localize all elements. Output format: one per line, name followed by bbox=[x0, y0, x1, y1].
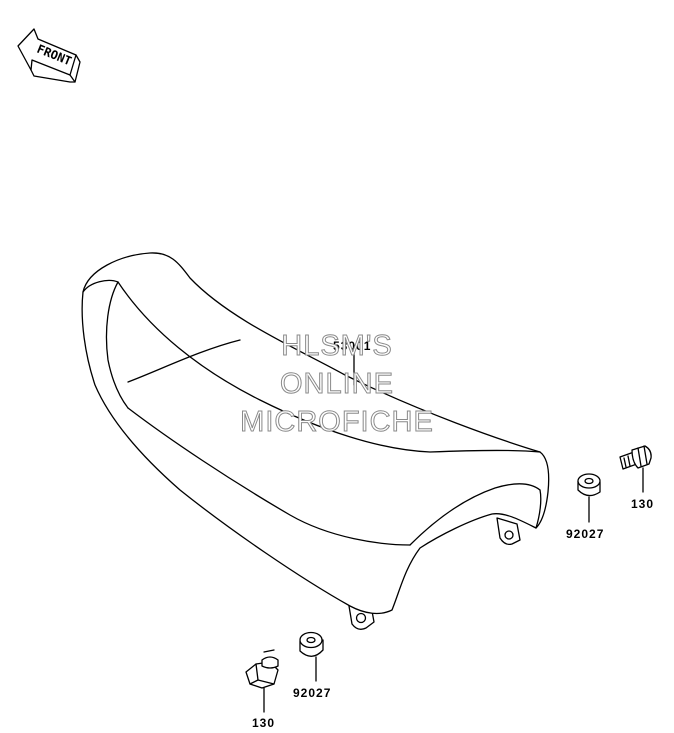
front-arrow-icon: FRONT bbox=[17, 28, 81, 83]
seat-front-tab-hole bbox=[355, 612, 367, 624]
part-label-bolt-left[interactable]: 130 bbox=[252, 716, 275, 730]
washer-left-drawing bbox=[299, 631, 324, 657]
seat-outline bbox=[81, 252, 550, 615]
part-label-washer-right[interactable]: 92027 bbox=[566, 527, 604, 541]
part-label-washer-left[interactable]: 92027 bbox=[293, 686, 331, 700]
washer-right-drawing bbox=[577, 473, 601, 497]
seat-drawing bbox=[81, 252, 550, 630]
watermark-line-1: HLSM'S bbox=[281, 330, 392, 362]
bolt-left-drawing bbox=[245, 649, 279, 689]
watermark-line-3: MICROFICHE bbox=[240, 406, 434, 438]
watermark-line-2: ONLINE bbox=[280, 368, 394, 400]
watermark: HLSM'S ONLINE MICROFICHE bbox=[240, 330, 434, 439]
seat-crease bbox=[127, 339, 241, 383]
part-label-bolt-right[interactable]: 130 bbox=[631, 497, 654, 511]
seat-rear-tab-hole bbox=[504, 530, 514, 540]
part-label-seat[interactable]: 53001 bbox=[333, 339, 371, 353]
bolt-right-drawing bbox=[619, 445, 652, 470]
